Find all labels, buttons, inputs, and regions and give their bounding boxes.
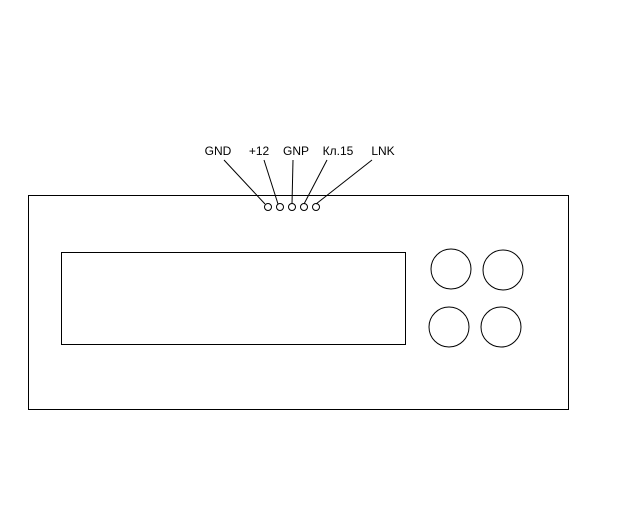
lead-gnd	[223, 159, 266, 205]
button-top-right[interactable]	[482, 249, 524, 291]
lead-lnk	[315, 159, 373, 205]
pin-gnd	[264, 203, 272, 211]
button-bottom-right[interactable]	[480, 306, 522, 348]
pin-label-kl15: Кл.15	[323, 144, 354, 158]
lead-kl15	[303, 159, 328, 205]
button-bottom-left[interactable]	[428, 306, 470, 348]
pin-label-plus12: +12	[249, 144, 270, 158]
pin-lnk	[312, 203, 320, 211]
pin-gnp	[288, 203, 296, 211]
button-top-left[interactable]	[430, 248, 472, 290]
device-enclosure	[28, 195, 569, 410]
pin-label-lnk: LNK	[371, 144, 394, 158]
lead-plus12	[263, 159, 279, 205]
pin-kl15	[300, 203, 308, 211]
lead-gnp	[291, 159, 294, 205]
pin-label-gnd: GND	[205, 144, 232, 158]
pin-plus12	[276, 203, 284, 211]
pin-label-gnp: GNP	[283, 144, 309, 158]
display-window	[61, 252, 406, 345]
